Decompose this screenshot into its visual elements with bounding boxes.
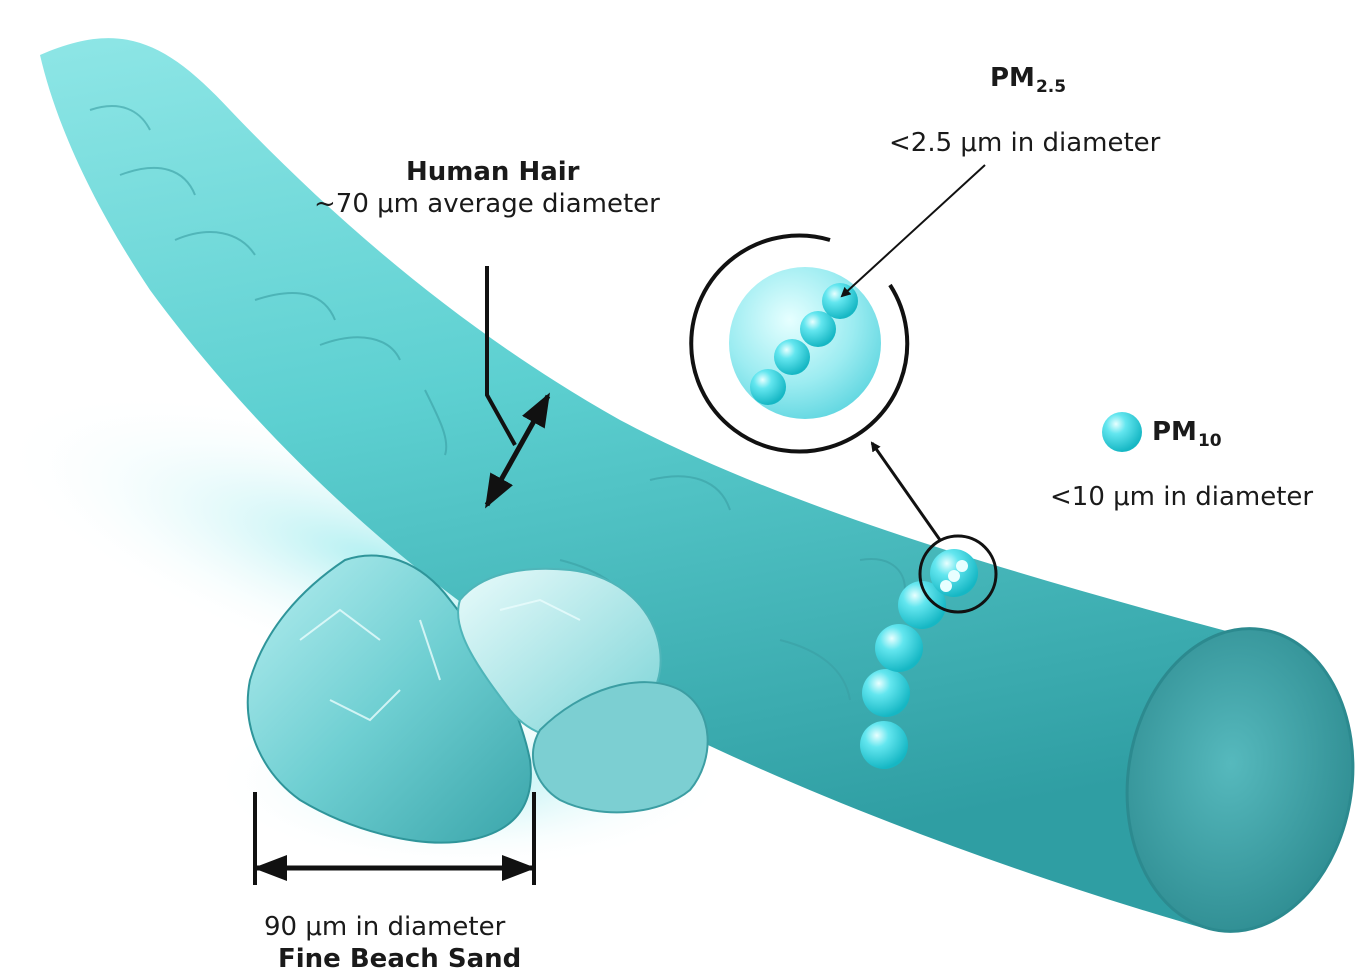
pm25-enlarged-particle: [800, 311, 836, 347]
pm25-mini-particle: [940, 580, 952, 592]
sand-size: 90 μm in diameter: [264, 912, 505, 942]
human-hair-size: ~70 μm average diameter: [314, 189, 660, 219]
pm10-label-main: PM: [1152, 417, 1197, 447]
human-hair-title: Human Hair: [406, 157, 580, 187]
pm25-pointer-arrow: [842, 165, 985, 296]
pm10-legend-icon: [1102, 412, 1142, 452]
pm10-size: <10 μm in diameter: [1050, 482, 1313, 512]
pm25-label-main: PM: [990, 63, 1035, 93]
sand-title: Fine Beach Sand: [278, 944, 521, 974]
pm10-particle: [875, 624, 923, 672]
pm10-particle: [860, 721, 908, 769]
pm25-mini-particle: [948, 570, 960, 582]
pm10-particle: [862, 669, 910, 717]
pm25-enlarged-particle: [774, 339, 810, 375]
pm10-enlarged-particle: [729, 267, 881, 419]
zoom-arrow: [872, 443, 940, 540]
pm25-size: <2.5 μm in diameter: [889, 128, 1160, 158]
pm25-enlarged-particle: [822, 283, 858, 319]
pm25-label: PM2.5: [990, 63, 1066, 102]
pm25-label-sub: 2.5: [1036, 77, 1066, 97]
pm25-mini-particle: [956, 560, 968, 572]
pm25-enlarged-particle: [750, 369, 786, 405]
pm10-label: PM10: [1152, 417, 1222, 456]
pm10-zoom-view: [691, 236, 907, 452]
pm10-label-sub: 10: [1198, 431, 1222, 451]
